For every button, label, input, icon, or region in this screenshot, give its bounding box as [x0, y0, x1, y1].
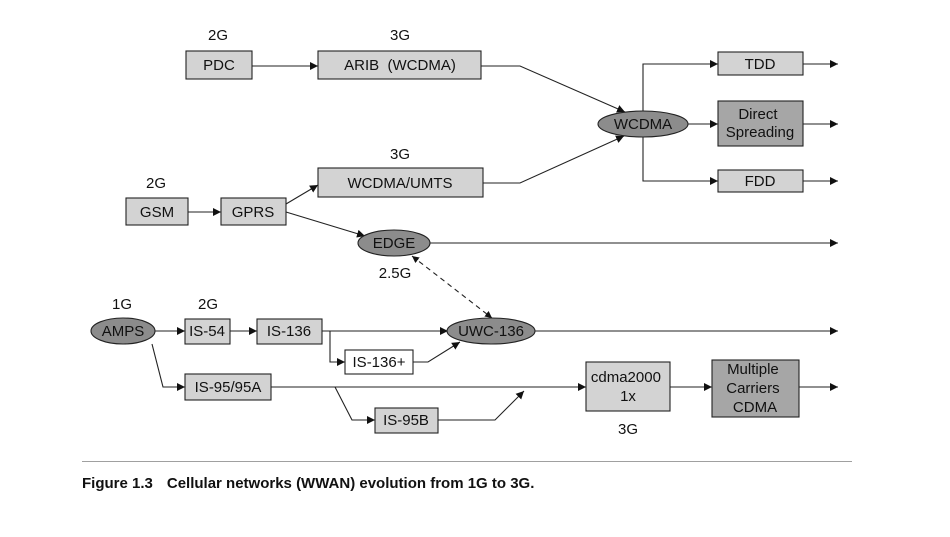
edge-is95b-cdma2000 [438, 390, 525, 421]
edge-is136plus-uwc [413, 341, 461, 363]
node-box-multiple-carriers [711, 359, 800, 418]
figure-number: Figure 1.3 [82, 475, 153, 492]
evolution-diagram: 2G 3G 3G 2G 2.5G 1G 2G 3G PDC [90, 27, 838, 438]
node-cdma2000-line-1: cdma2000 [591, 369, 661, 386]
node-box-wcdma-umts [317, 167, 484, 198]
node-box-fdd [717, 169, 804, 193]
edge-is95-is95b [334, 386, 375, 424]
node-multiple-carriers-line-3: CDMA [733, 399, 777, 416]
node-fdd: FDD [745, 173, 776, 190]
node-is95b: IS-95B [383, 412, 429, 429]
node-gprs: GPRS [232, 204, 275, 221]
figure-caption: Figure 1.3 Cellular networks (WWAN) evolu… [82, 475, 534, 492]
node-box-is136 [256, 318, 323, 345]
edge-wcdma-branches [642, 60, 718, 112]
edge-arib-wcdma [481, 65, 626, 113]
node-multiple-carriers-line-2: Carriers [726, 380, 779, 397]
edge-is136-is136plus [329, 331, 345, 366]
node-box-is95 [184, 373, 272, 401]
node-cdma2000: cdma2000 1x [591, 369, 665, 405]
node-box-is95b [374, 407, 439, 434]
edge-gprs-edge [285, 211, 366, 238]
node-wcdma-umts: WCDMA/UMTS [348, 175, 453, 192]
node-pdc: PDC [203, 57, 235, 74]
node-box-gprs [220, 197, 287, 226]
node-direct-spreading-line-1: Direct [738, 106, 778, 123]
node-box-gsm [125, 197, 189, 226]
node-box-tdd [717, 51, 804, 76]
node-direct-spreading-line-2: Spreading [726, 124, 794, 141]
caption-divider [82, 461, 852, 462]
node-is95: IS-95/95A [195, 379, 262, 396]
node-ellipse-wcdma [597, 110, 689, 138]
node-is136: IS-136 [267, 323, 311, 340]
node-ellipse-uwc136 [446, 317, 536, 345]
node-arib-wcdma: ARIB (WCDMA) [344, 57, 456, 74]
node-amps: AMPS [102, 323, 145, 340]
generation-label-is54: 2G [198, 296, 218, 313]
node-box-direct-spreading [717, 100, 804, 147]
edge-wcdma-fdd [642, 136, 718, 185]
node-box-is136plus [344, 349, 414, 375]
generation-label-arib: 3G [390, 27, 410, 44]
node-direct-spreading: Direct Spreading [726, 106, 794, 141]
node-ellipse-amps [90, 317, 156, 345]
node-box-pdc [185, 50, 253, 80]
edge-umts-wcdma [483, 135, 625, 184]
node-box-is54 [184, 318, 231, 345]
node-multiple-carriers: Multiple Carriers CDMA [726, 361, 784, 416]
node-multiple-carriers-line-1: Multiple [727, 361, 779, 378]
generation-label-gsm: 2G [146, 175, 166, 192]
generation-label-cdma2000: 3G [618, 421, 638, 438]
node-box-cdma2000 [585, 361, 671, 412]
generation-label-pdc: 2G [208, 27, 228, 44]
node-edge: EDGE [373, 235, 416, 252]
edge-gprs-umts [285, 184, 319, 205]
generation-label-edge: 2.5G [379, 265, 412, 282]
node-box-arib [317, 50, 482, 80]
edge-amps-is95 [151, 343, 185, 391]
node-gsm: GSM [140, 204, 174, 221]
generation-label-amps: 1G [112, 296, 132, 313]
node-cdma2000-line-2: 1x [620, 388, 636, 405]
node-uwc136: UWC-136 [458, 323, 524, 340]
edge-edge-uwc-dashed [411, 255, 493, 319]
figure-caption-text: Cellular networks (WWAN) evolution from … [166, 475, 535, 492]
node-ellipse-edge [357, 229, 431, 257]
node-is54: IS-54 [189, 323, 225, 340]
node-is136plus: IS-136+ [353, 354, 406, 371]
node-wcdma: WCDMA [614, 116, 672, 133]
generation-label-umts: 3G [390, 146, 410, 163]
node-tdd: TDD [745, 56, 776, 73]
